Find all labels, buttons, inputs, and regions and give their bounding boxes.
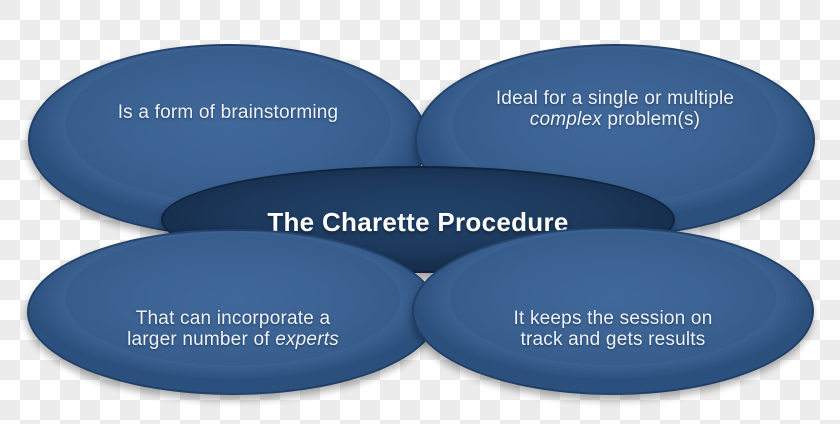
text-line: Is a form of brainstorming	[117, 101, 339, 123]
ellipse-experts: That can incorporate a larger number of …	[27, 229, 439, 395]
text-line: problem(s)	[601, 109, 701, 130]
text-line: That can incorporate a	[135, 308, 331, 329]
ellipse-experts-label: That can incorporate a larger number of …	[127, 308, 339, 350]
ellipse-brainstorming-label: Is a form of brainstorming	[118, 102, 339, 123]
ellipse-session-results: It keeps the session on track and gets r…	[412, 227, 814, 395]
ellipse-brainstorming: Is a form of brainstorming	[28, 44, 428, 236]
text-line: It keeps the session on	[513, 308, 713, 329]
ellipse-complex-problems-label: Ideal for a single or multiple complex p…	[496, 88, 734, 130]
text-italic-word: complex	[529, 109, 602, 130]
text-line: Ideal for a single or multiple	[495, 88, 735, 109]
text-line: track and gets results	[520, 329, 706, 350]
text-line: larger number of	[127, 329, 276, 350]
ellipse-title: The Charette Procedure	[161, 166, 675, 273]
diagram-title: The Charette Procedure	[267, 207, 569, 237]
ellipse-session-results-label: It keeps the session on track and gets r…	[514, 308, 713, 350]
text-italic-word: experts	[275, 329, 339, 350]
